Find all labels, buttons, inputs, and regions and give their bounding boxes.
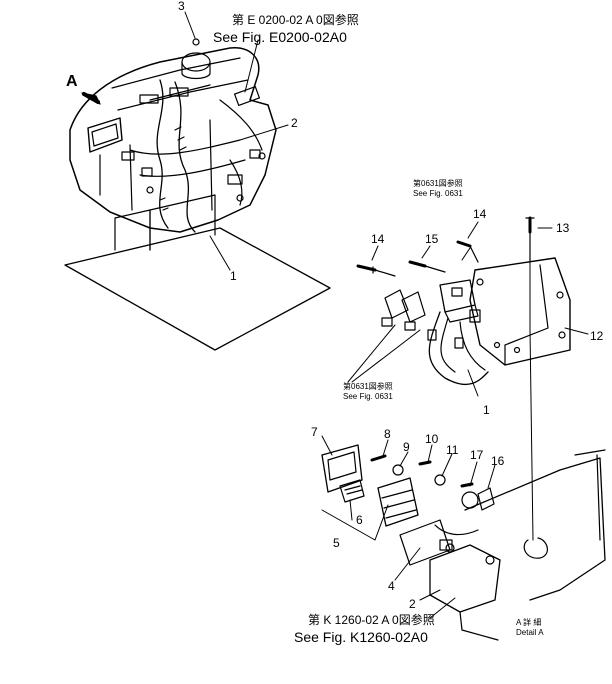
ref-0631-bot-en: See Fig. 0631 <box>343 392 393 401</box>
part-number-17: 17 <box>470 448 484 462</box>
part-number-14-right: 14 <box>473 207 487 221</box>
part-number-12: 12 <box>590 329 604 343</box>
detail-a-assembly <box>321 435 606 641</box>
bracket-assembly <box>347 216 589 397</box>
part-number-3: 3 <box>178 0 185 13</box>
part-number-5: 5 <box>333 536 340 550</box>
detail-a-en: Detail A <box>516 628 544 637</box>
part-number-6: 6 <box>356 513 363 527</box>
view-arrow-a <box>81 92 101 105</box>
ref-0631-top-jp: 第0631図参照 <box>413 179 463 188</box>
ref-e0200-jp: 第 E 0200-02 A 0図参照 <box>232 13 359 27</box>
part-number-7: 7 <box>311 425 318 439</box>
part-number-13: 13 <box>556 221 570 235</box>
part-number-9: 9 <box>403 440 410 454</box>
part-number-10: 10 <box>425 432 439 446</box>
ref-0631-top-en: See Fig. 0631 <box>413 189 463 198</box>
ref-k1260-jp: 第 K 1260-02 A 0図参照 <box>308 613 435 627</box>
part-number-16: 16 <box>491 454 505 468</box>
ref-k1260-en: See Fig. K1260-02A0 <box>294 629 428 645</box>
part-number-2-bottom: 2 <box>409 597 416 611</box>
part-number-2-top: 2 <box>291 116 298 130</box>
part-number-8: 8 <box>384 427 391 441</box>
ref-e0200-en: See Fig. E0200-02A0 <box>213 29 347 45</box>
ref-0631-bot-jp: 第0631図参照 <box>343 382 393 391</box>
detail-a-jp: A 詳 細 <box>516 618 542 627</box>
leaders-top <box>184 11 289 271</box>
part-number-4: 4 <box>388 579 395 593</box>
part-number-15: 15 <box>425 232 439 246</box>
part-number-1-top: 1 <box>230 269 237 283</box>
alignment-line <box>529 261 534 541</box>
part-number-1-mid: 1 <box>483 403 490 417</box>
part-number-11: 11 <box>446 443 459 457</box>
view-marker-a: A <box>66 73 78 90</box>
part-number-14-left: 14 <box>371 232 385 246</box>
body-assembly <box>64 38 331 351</box>
